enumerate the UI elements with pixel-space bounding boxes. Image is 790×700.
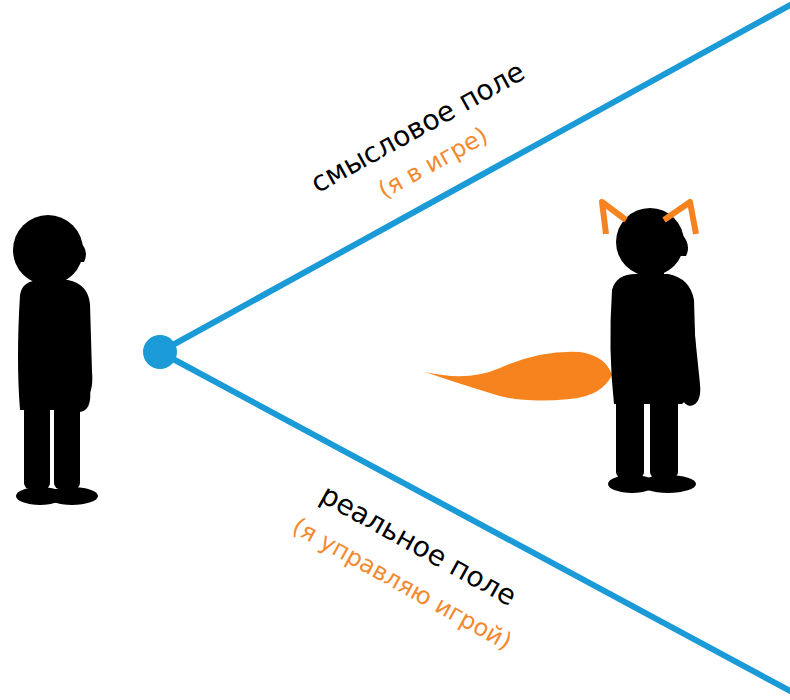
child-silhouette	[608, 208, 700, 493]
fox-tail	[425, 352, 612, 401]
child-silhouette	[13, 215, 98, 505]
meaning-field-line	[160, 4, 790, 352]
fox-ear	[664, 202, 696, 234]
fox-ear	[602, 202, 626, 234]
viewpoint-dot	[143, 335, 177, 369]
